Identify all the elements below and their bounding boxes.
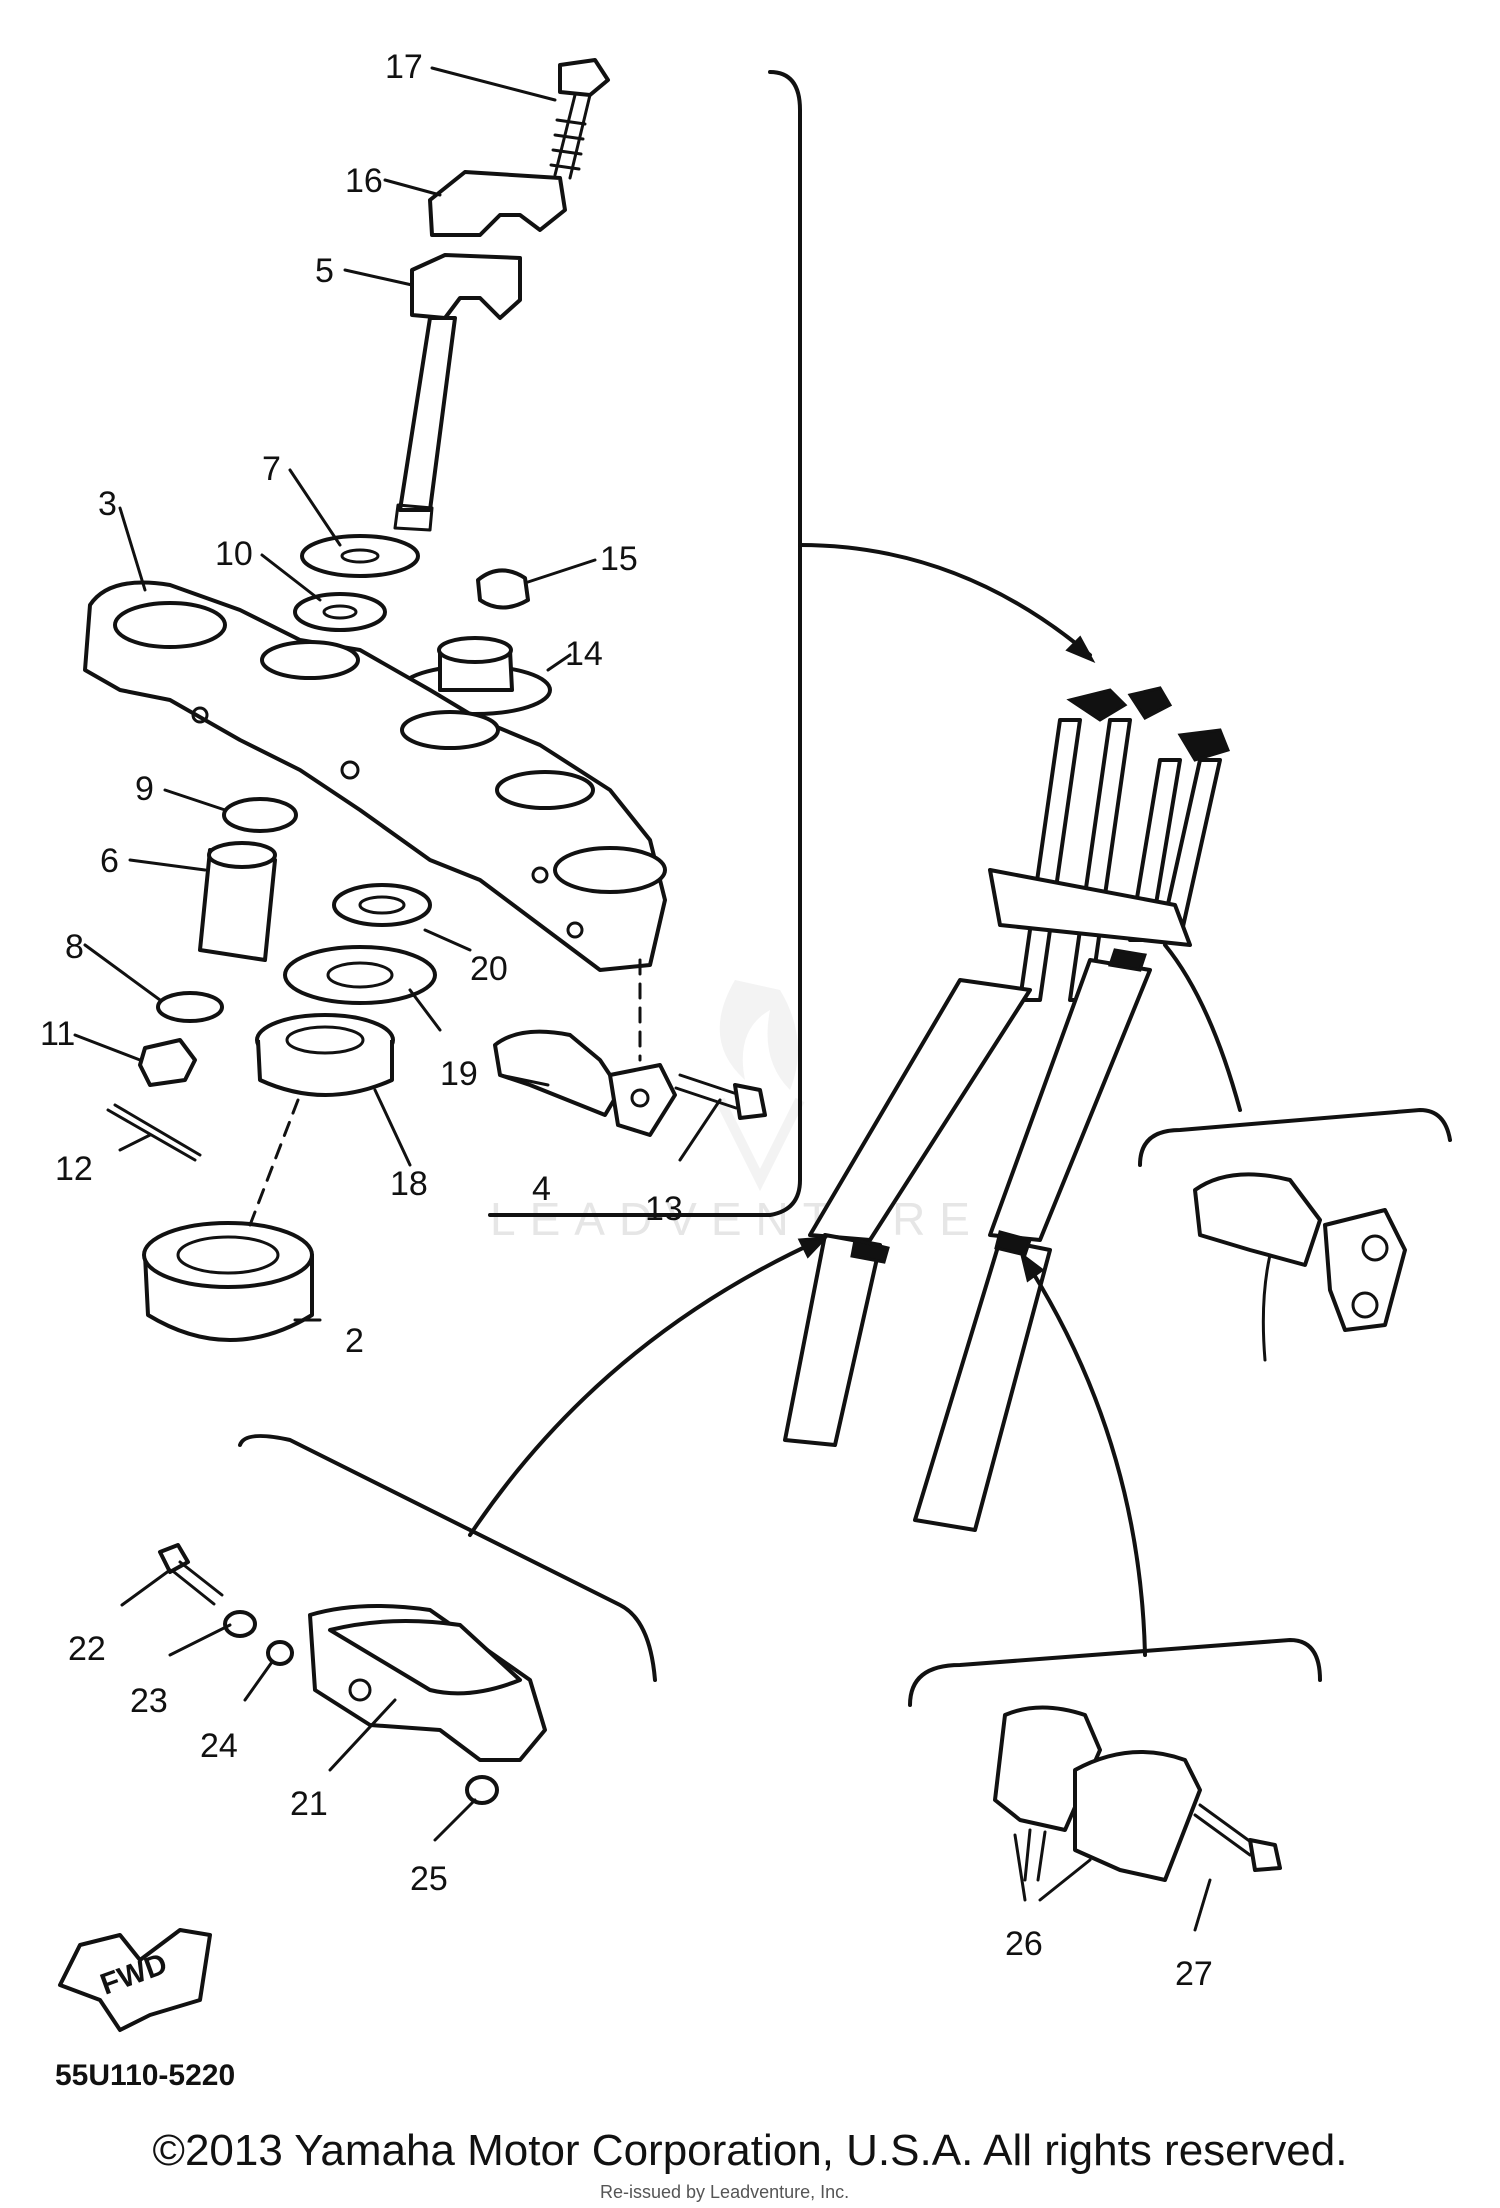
callout-27: 27 bbox=[1175, 1955, 1213, 1993]
front-fork-assembly bbox=[783, 686, 1231, 1532]
callout-5: 5 bbox=[315, 252, 334, 290]
callout-13: 13 bbox=[645, 1190, 683, 1228]
part-ringnut-20 bbox=[332, 883, 432, 927]
detail-bracket-right bbox=[1138, 1108, 1452, 1167]
part-pin-12 bbox=[106, 1103, 202, 1162]
part-cap-15 bbox=[476, 568, 530, 610]
part-bracket-4 bbox=[493, 1029, 677, 1137]
part-washer-9 bbox=[222, 797, 298, 833]
part-washer-19 bbox=[283, 945, 437, 1005]
part-bolt-17 bbox=[549, 58, 610, 180]
dash-line-2 bbox=[248, 1098, 300, 1227]
callout-10: 10 bbox=[215, 535, 253, 573]
detail-arrow-left bbox=[468, 1238, 822, 1537]
part-bearing-2 bbox=[142, 1221, 314, 1342]
callout-21: 21 bbox=[290, 1785, 328, 1823]
part-washer-7 bbox=[300, 534, 420, 578]
leader-lines bbox=[73, 66, 1212, 1932]
callout-24: 24 bbox=[200, 1727, 238, 1765]
part-bolt-22 bbox=[158, 1543, 224, 1606]
group-arrow-to-fork bbox=[798, 543, 1092, 657]
part-nut-25 bbox=[465, 1775, 499, 1805]
part-nut-24 bbox=[266, 1640, 294, 1666]
detail-arrow-lower-right bbox=[1023, 1258, 1147, 1657]
part-bearing-18 bbox=[255, 1013, 395, 1097]
callout-14: 14 bbox=[565, 635, 603, 673]
part-holder-upper-16 bbox=[428, 170, 567, 237]
part-washer-10 bbox=[293, 592, 387, 632]
callout-labels: 17 16 5 7 3 10 15 14 9 6 20 8 11 19 4 13… bbox=[40, 48, 1213, 1993]
callout-18: 18 bbox=[390, 1165, 428, 1203]
part-nut-11 bbox=[138, 1038, 197, 1087]
callout-17: 17 bbox=[385, 48, 423, 86]
copyright-notice: ©2013 Yamaha Motor Corporation, U.S.A. A… bbox=[152, 2126, 1348, 2175]
callout-4: 4 bbox=[532, 1170, 551, 1208]
part-washer-8 bbox=[156, 991, 224, 1023]
part-fork-guide bbox=[1193, 1172, 1407, 1362]
group-bracket bbox=[488, 70, 802, 1217]
watermark-logo bbox=[715, 980, 805, 1192]
callout-16: 16 bbox=[345, 162, 383, 200]
callout-7: 7 bbox=[262, 450, 281, 488]
detail-bracket-lower-right bbox=[908, 1638, 1322, 1707]
callout-20: 20 bbox=[470, 950, 508, 988]
part-code: 55U110-5220 bbox=[55, 2059, 235, 2092]
callout-19: 19 bbox=[440, 1055, 478, 1093]
part-bolt-13 bbox=[674, 1073, 767, 1120]
callout-15: 15 bbox=[600, 540, 638, 578]
watermark-text: LEADVENTURE bbox=[490, 1193, 984, 1245]
callout-9: 9 bbox=[135, 770, 154, 808]
callout-11: 11 bbox=[40, 1015, 75, 1053]
callout-23: 23 bbox=[130, 1682, 168, 1720]
callout-26: 26 bbox=[1005, 1925, 1043, 1963]
callout-3: 3 bbox=[98, 485, 117, 523]
callout-25: 25 bbox=[410, 1860, 448, 1898]
part-washer-23 bbox=[223, 1610, 257, 1638]
callout-22: 22 bbox=[68, 1630, 106, 1668]
reprint-note: Re-issued by Leadventure, Inc. bbox=[600, 2182, 849, 2202]
part-bolt-27 bbox=[1193, 1803, 1282, 1872]
callout-6: 6 bbox=[100, 842, 119, 880]
part-covers-26 bbox=[993, 1705, 1202, 1882]
callout-2: 2 bbox=[345, 1322, 364, 1360]
part-sleeve-6 bbox=[198, 841, 277, 962]
callout-8: 8 bbox=[65, 928, 84, 966]
part-crown-bracket-3 bbox=[83, 580, 667, 972]
callout-12: 12 bbox=[55, 1150, 93, 1188]
detail-bracket-left bbox=[238, 1434, 657, 1682]
part-holder-lower-5 bbox=[393, 253, 522, 532]
detail-arrow-right bbox=[1163, 943, 1242, 1112]
fwd-arrow-icon: FWD bbox=[58, 1928, 212, 2032]
part-clamp-21 bbox=[308, 1604, 547, 1762]
